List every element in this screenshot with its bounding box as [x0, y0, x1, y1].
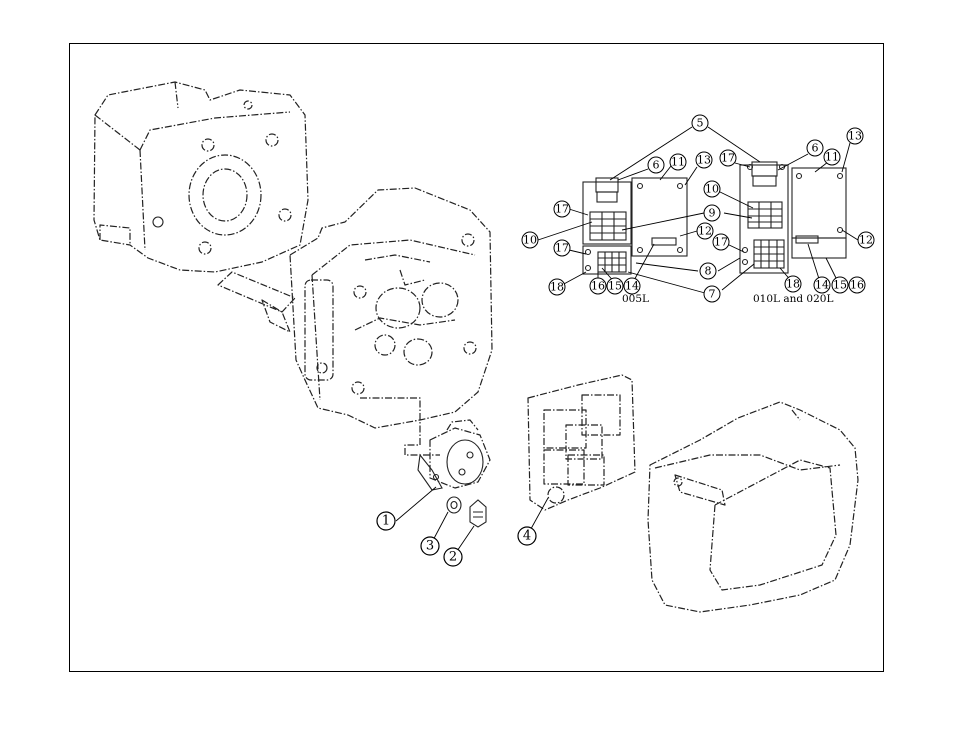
callout-12-005L: 12	[696, 222, 714, 240]
callout-11-005L: 11	[669, 153, 687, 171]
callout-1: 1	[376, 511, 396, 531]
callout-15-label: 15	[608, 280, 622, 293]
leader-lines	[395, 126, 859, 558]
callout-17-label: 17	[555, 203, 569, 216]
callout-16-010L: 16	[848, 276, 866, 294]
transformer-board	[527, 374, 636, 511]
callout-17b-010L: 17	[712, 233, 730, 251]
callout-3-label: 3	[426, 539, 434, 554]
callout-14-label: 14	[815, 279, 829, 292]
callout-11-label: 11	[671, 156, 685, 169]
callout-11-010L: 11	[823, 148, 841, 166]
callout-18-label: 18	[786, 278, 800, 291]
callout-17a-005L: 17	[553, 200, 571, 218]
callout-13-label: 13	[697, 154, 711, 167]
callout-12-label: 12	[859, 234, 873, 247]
inset-board-005L	[582, 177, 688, 275]
callout-8-label: 8	[705, 265, 712, 278]
gear-housing	[289, 187, 493, 429]
callout-5: 5	[691, 114, 709, 132]
callout-16-label: 16	[591, 280, 605, 293]
callout-6-label: 6	[653, 159, 660, 172]
inset-board-010L-020L	[739, 161, 847, 274]
drawing-frame	[69, 43, 884, 672]
callout-10-010L: 10	[703, 180, 721, 198]
callout-10-label: 10	[523, 234, 537, 247]
callout-4: 4	[517, 526, 537, 546]
callout-17a-010L: 17	[719, 149, 737, 167]
callout-10-label: 10	[705, 183, 719, 196]
callout-7-label: 7	[709, 288, 716, 301]
callout-2-label: 2	[449, 550, 457, 565]
callout-17-label: 17	[555, 242, 569, 255]
callout-9-label: 9	[709, 207, 716, 220]
callout-2: 2	[443, 547, 463, 567]
callout-16-label: 16	[850, 279, 864, 292]
callout-18-010L: 18	[784, 275, 802, 293]
shaft	[217, 271, 296, 333]
callout-7: 7	[703, 285, 721, 303]
callout-6-005L: 6	[647, 156, 665, 174]
callout-4-label: 4	[523, 529, 531, 544]
cover	[647, 401, 859, 613]
cam-switch-assembly	[360, 397, 491, 491]
callout-6-010L: 6	[806, 139, 824, 157]
callout-15-010L: 15	[831, 276, 849, 294]
callout-18-label: 18	[550, 281, 564, 294]
callout-1-label: 1	[382, 514, 390, 529]
callout-13-010L: 13	[846, 127, 864, 145]
callout-5-label: 5	[697, 117, 704, 130]
callout-18-005L: 18	[548, 278, 566, 296]
callout-15-label: 15	[833, 279, 847, 292]
callout-13-label: 13	[848, 130, 862, 143]
callout-13-005L: 13	[695, 151, 713, 169]
caption-005L: 005L	[622, 293, 649, 305]
callout-6-label: 6	[812, 142, 819, 155]
callout-8: 8	[699, 262, 717, 280]
callout-12-label: 12	[698, 225, 712, 238]
callout-14-label: 14	[625, 280, 639, 293]
callouts: 1 3 2 4 5 6 11 13 17 10 17 18 16 15 14 9…	[376, 114, 875, 567]
rear-housing	[93, 81, 309, 273]
callout-14-005L: 14	[623, 277, 641, 295]
caption-010L-020L: 010L and 020L	[753, 293, 833, 305]
callout-16-005L: 16	[589, 277, 607, 295]
callout-14-010L: 14	[813, 276, 831, 294]
callout-15-005L: 15	[606, 277, 624, 295]
callout-17-label: 17	[714, 236, 728, 249]
callout-11-label: 11	[825, 151, 839, 164]
callout-9: 9	[703, 204, 721, 222]
callout-17b-005L: 17	[553, 239, 571, 257]
callout-10-005L: 10	[521, 231, 539, 249]
callout-12-010L: 12	[857, 231, 875, 249]
washer-and-screw	[446, 496, 487, 528]
callout-3: 3	[420, 536, 440, 556]
callout-17-label: 17	[721, 152, 735, 165]
